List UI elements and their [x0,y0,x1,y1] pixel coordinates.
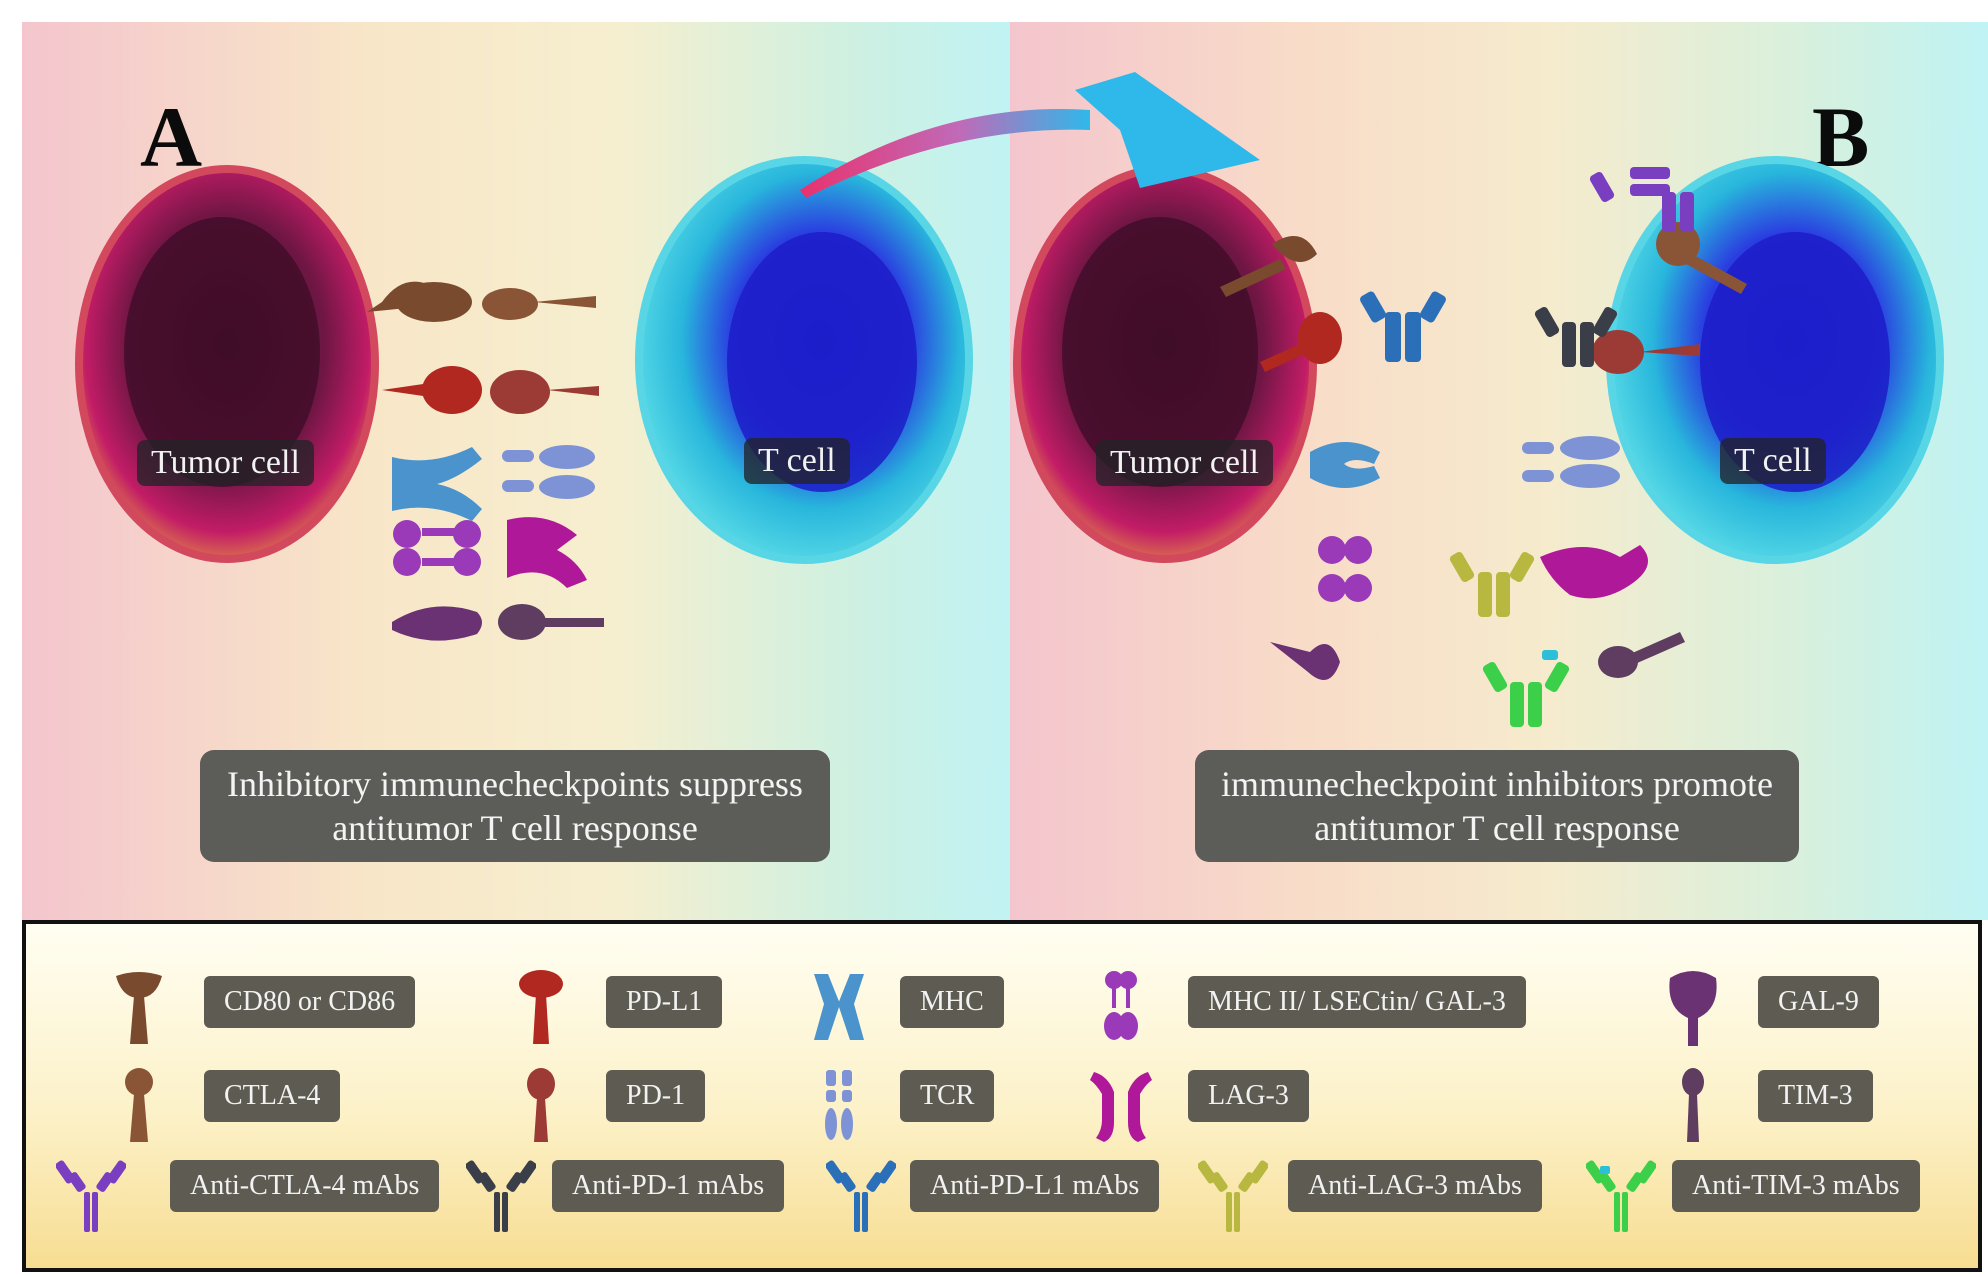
legend-label: MHC [900,976,1004,1028]
anti-lag-3-antibody [1449,551,1535,617]
legend-label: Anti-TIM-3 mAbs [1672,1160,1920,1212]
pd-1-icon [527,1068,555,1142]
t-cell-label: T cell [1720,438,1826,484]
legend: CD80 or CD86 PD-L1 MHC MHC II/ LSECtin/ … [22,920,1982,1272]
panel-b-caption-line-2: antitumor T cell response [1314,808,1680,848]
legend-label: CTLA-4 [204,1070,341,1122]
gal-9-icon [1669,971,1717,1046]
legend-label: Anti-PD-1 mAbs [552,1160,785,1212]
cd80-ligand [1220,236,1317,297]
anti-tim-3-antibody [1482,650,1570,727]
anti-tim-3-antibody-icon [1586,1160,1656,1232]
panel-a-illustration [75,156,973,641]
anti-pd-l1-antibody-icon [826,1160,896,1232]
pd1-receptor [1592,330,1700,374]
tcr-receptor [1522,436,1620,488]
anti-pd-1-antibody-icon [466,1160,536,1232]
anti-lag-3-antibody-icon [1198,1160,1268,1232]
tumor-cell-label: Tumor cell [137,440,314,486]
gal9-ligand [1270,642,1340,680]
cd80-ctla4-pair [367,281,596,322]
legend-label: MHC II/ LSECtin/ GAL-3 [1188,976,1526,1028]
anti-ctla-4-antibody [1589,167,1694,232]
ctla4-receptor [1656,222,1747,294]
legend-label: PD-L1 [606,976,723,1028]
tumor-nucleus [124,217,320,487]
panel-a-caption-line-1: Inhibitory immunecheckpoints suppress [227,764,803,804]
t-cell-nucleus [727,232,917,492]
lag-3-icon [1090,1072,1152,1142]
panel-a-caption: Inhibitory immunecheckpoints suppress an… [200,750,830,862]
legend-label: PD-1 [606,1070,706,1122]
tumor-nucleus [1062,217,1258,487]
mhc2-lag3-pair [393,517,587,588]
anti-pd-l1-antibody [1360,291,1446,362]
panel-b-caption-line-1: immunecheckpoint inhibitors promote [1221,764,1773,804]
pdl1-ligand [1260,312,1342,372]
legend-label: GAL-9 [1758,976,1879,1028]
panel-a-letter: A [140,89,203,185]
legend-label: TIM-3 [1758,1070,1873,1122]
t-cell-nucleus [1700,232,1890,492]
pd-l1-icon [519,970,563,1044]
transition-arrow-icon [800,72,1260,198]
cd80-cd86-icon [116,972,162,1044]
tim-3-icon [1682,1068,1704,1142]
mhc-ligand [1310,442,1380,488]
panel-a-caption-line-2: antitumor T cell response [332,808,698,848]
legend-label: Anti-LAG-3 mAbs [1288,1160,1542,1212]
mhc-ii-icon [1104,971,1138,1040]
t-cell-label: T cell [744,438,850,484]
tcr-icon [825,1070,853,1140]
panel-b-caption: immunecheckpoint inhibitors promote anti… [1195,750,1799,862]
mhc-icon [814,974,864,1040]
legend-label: Anti-CTLA-4 mAbs [170,1160,440,1212]
mhc-tcr-pair [392,445,595,521]
anti-ctla-4-antibody-icon [56,1160,126,1232]
lag3-receptor [1540,545,1648,599]
gal9-tim3-pair [392,604,604,641]
mhc2-ligand [1318,536,1372,602]
tim3-receptor [1598,632,1685,678]
legend-label: LAG-3 [1188,1070,1309,1122]
tumor-cell-label: Tumor cell [1096,440,1273,486]
anti-pd-1-antibody [1534,306,1618,367]
legend-label: CD80 or CD86 [204,976,416,1028]
panel-b: B [1010,22,1988,920]
legend-label: Anti-PD-L1 mAbs [910,1160,1160,1212]
ctla-4-icon [125,1068,153,1142]
pdl1-pd1-pair [382,366,599,414]
legend-label: TCR [900,1070,995,1122]
